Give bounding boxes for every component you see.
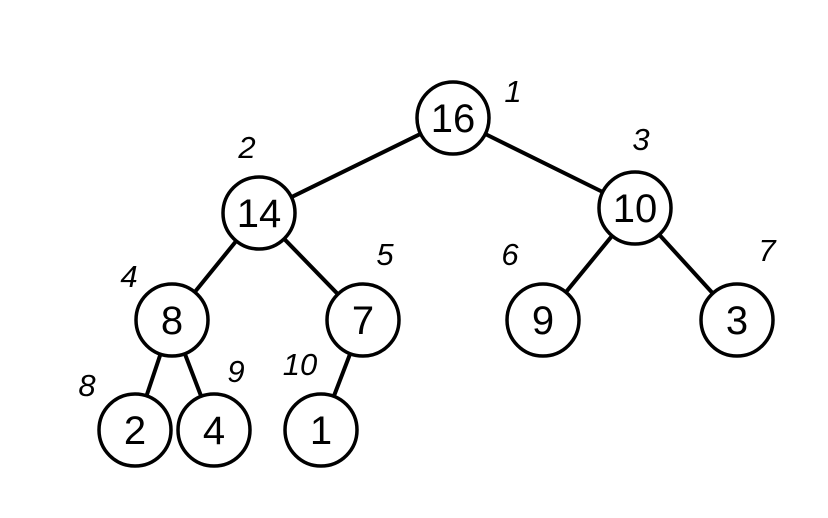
edge-16-to-14	[289, 131, 423, 200]
edge-7-to-1	[331, 351, 353, 399]
node-index-label: 7	[758, 233, 777, 268]
node-value: 9	[532, 299, 554, 343]
node-index-label: 1	[504, 74, 521, 109]
edge-14-to-7	[282, 236, 340, 297]
node-index-label: 6	[501, 237, 519, 272]
tree-node-2: 14 2	[221, 130, 297, 251]
node-circle	[97, 392, 173, 468]
node-circle	[415, 80, 491, 156]
node-circle	[176, 392, 252, 468]
node-value: 1	[310, 409, 332, 453]
node-index-label: 3	[632, 122, 649, 157]
node-circle	[597, 170, 673, 246]
node-value: 16	[431, 97, 476, 141]
node-value: 2	[124, 409, 146, 453]
edge-8-to-4	[182, 351, 204, 399]
edges-layer	[144, 131, 715, 399]
node-index-label: 5	[376, 237, 394, 272]
node-value: 10	[613, 187, 658, 231]
node-circle	[134, 282, 210, 358]
tree-node-7: 37	[699, 233, 777, 358]
node-index-label: 4	[120, 259, 137, 294]
edge-8-to-2	[144, 352, 163, 398]
tree-node-4: 84	[120, 259, 210, 358]
node-circle	[283, 392, 359, 468]
edge-14-to-8	[192, 238, 239, 295]
node-value: 7	[352, 299, 374, 343]
edge-16-to-10	[483, 132, 605, 194]
node-value: 3	[726, 299, 748, 343]
tree-node-5: 75	[325, 237, 401, 358]
node-circle	[505, 282, 581, 358]
tree-node-3: 10 3	[597, 122, 673, 246]
tree-node-8: 28	[78, 368, 173, 468]
node-value: 14	[237, 192, 282, 236]
tree-node-1: 16 1	[415, 74, 522, 156]
tree-node-6: 96	[501, 237, 581, 358]
node-index-label: 9	[227, 354, 244, 389]
node-value: 8	[161, 299, 183, 343]
edge-10-to-9	[563, 233, 615, 295]
tree-node-10: 1 10	[283, 347, 359, 468]
node-value: 4	[203, 409, 225, 453]
node-index-label: 10	[283, 347, 317, 382]
node-circle	[699, 282, 775, 358]
node-index-label: 2	[237, 130, 255, 165]
node-index-label: 8	[78, 368, 96, 403]
node-circle	[325, 282, 401, 358]
node-circle	[221, 175, 297, 251]
edge-10-to-3	[657, 232, 715, 296]
tree-node-9: 49	[176, 354, 252, 468]
